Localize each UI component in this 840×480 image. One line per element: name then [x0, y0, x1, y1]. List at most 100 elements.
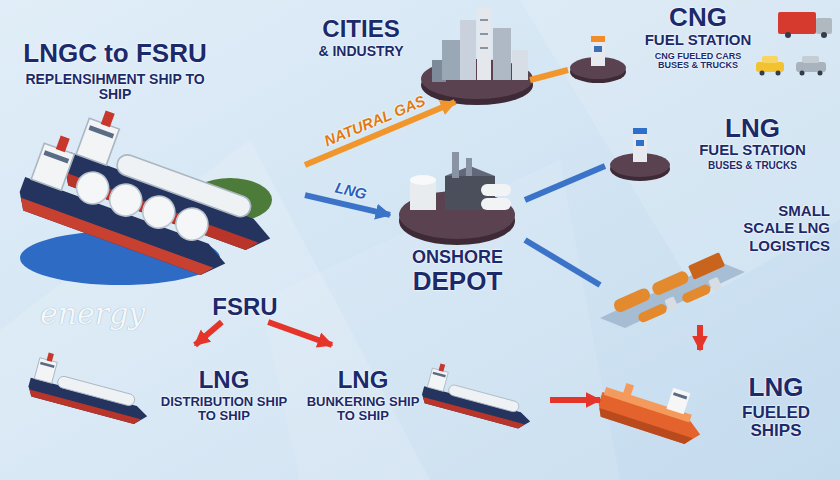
flow-arrow: [195, 322, 222, 345]
logistics-node: SMALL SCALE LNG LOGISTICS: [600, 200, 835, 325]
logistics-illustration: [611, 252, 725, 314]
ship-pair-illustration: [14, 129, 247, 282]
node-text: BUNKERING SHIP TO SHIP: [302, 395, 424, 422]
node-heading: LNGC to FSRU: [10, 40, 220, 67]
node-text: REPLENSIHMENT SHIP TO SHIP: [10, 72, 220, 101]
fueled-ship-illustration: [673, 392, 687, 399]
vehicles-illustration: [816, 18, 832, 34]
vehicles-illustration: [760, 71, 765, 76]
cng-station-illustration: [570, 36, 626, 83]
city-illustration: [442, 40, 460, 80]
pipe-label: NATURAL GAS: [322, 92, 428, 149]
node-heading: ONSHORE: [390, 248, 525, 267]
lng-station-node: LNGFUEL STATION BUSES & TRUCKS: [605, 115, 830, 180]
depot-illustration: [399, 152, 515, 245]
node-heading: CITIES: [300, 16, 422, 41]
vehicles-illustration: [818, 71, 823, 76]
cng-station-illustration: [591, 36, 605, 42]
fsru-label-node: FSRU: [205, 292, 285, 322]
logistics-illustration: [600, 262, 745, 328]
vehicles-illustration: [796, 62, 826, 72]
lng-station-illustration: [610, 128, 670, 181]
node-heading: SMALL SCALE LNG LOGISTICS: [725, 202, 830, 254]
vehicles-illustration: [802, 56, 819, 63]
distribution-ship-illustration: [26, 350, 156, 427]
node-text: FUEL STATION: [638, 32, 758, 48]
watermark: energy: [40, 296, 145, 331]
fueled-ship-illustration: [595, 367, 711, 447]
lng-station-illustration: [633, 128, 647, 134]
logistics-illustration: [681, 283, 712, 304]
city-node: CITIES & INDUSTRY: [300, 2, 530, 102]
logistics-illustration: [650, 269, 690, 296]
node-text: FUEL STATION: [680, 142, 825, 158]
lng-pipe: [525, 240, 600, 285]
lng-station-illustration: [633, 128, 647, 162]
fueled-ships-node: LNG FUELED SHIPS: [600, 350, 835, 460]
depot-illustration: [452, 152, 459, 178]
cng-station-illustration: [594, 46, 602, 52]
city-illustration: [512, 50, 528, 80]
vehicles-illustration: [756, 62, 784, 72]
city-illustration: [480, 19, 488, 21]
node-text: DEPOT: [390, 268, 525, 295]
node-text: BUSES & TRUCKS: [680, 161, 825, 172]
background-decoration: [260, 160, 620, 480]
fueled-ship-illustration: [604, 387, 692, 422]
flow-arrow: [697, 325, 703, 350]
logistics-illustration: [664, 296, 678, 311]
vehicles-illustration: [762, 56, 778, 63]
logistics-illustration: [600, 252, 745, 328]
vehicles-illustration: [778, 12, 816, 34]
flow-arrow: [268, 322, 332, 345]
lng-station-illustration: [636, 140, 644, 146]
flow-arrow: [550, 397, 600, 403]
logistics-illustration: [612, 287, 652, 314]
node-text: CNG FUELED CARS BUSES & TRUCKS: [646, 52, 750, 71]
fueled-ship-illustration: [666, 388, 690, 414]
vehicles-illustration: [821, 32, 827, 38]
distribution-node: LNG DISTRIBUTION SHIP TO SHIP: [25, 345, 290, 445]
ship-pair-illustration: [14, 104, 292, 285]
vehicles-illustration: [785, 32, 791, 38]
logistics-illustration: [708, 277, 722, 292]
vehicles-illustration: [756, 12, 832, 76]
logistics-illustration: [636, 277, 722, 324]
node-heading: LNG: [160, 367, 288, 392]
node-text: FUELED SHIPS: [720, 404, 832, 440]
lng-pipe: [525, 166, 605, 200]
depot-node: ONSHOREDEPOT: [390, 150, 525, 300]
bunkering-node: LNGBUNKERING SHIP TO SHIP: [300, 345, 550, 445]
cng-station-illustration: [591, 36, 605, 66]
node-text: DISTRIBUTION SHIP TO SHIP: [160, 395, 288, 422]
ship-pair-node: LNGC to FSRU REPLENSIHMENT SHIP TO SHIP: [10, 40, 305, 285]
city-illustration: [477, 8, 491, 80]
depot-illustration: [481, 184, 511, 196]
city-illustration: [493, 28, 511, 80]
logistics-illustration: [637, 302, 668, 323]
depot-illustration: [466, 158, 472, 176]
depot-illustration: [410, 175, 436, 185]
node-text: & INDUSTRY: [300, 44, 422, 59]
node-heading: CNG: [638, 4, 758, 31]
city-illustration: [460, 20, 476, 80]
gas-pipe: [530, 70, 568, 80]
vehicles-illustration: [800, 71, 805, 76]
node-heading: LNG: [720, 374, 832, 401]
distribution-ship-illustration: [26, 350, 156, 427]
vehicles-illustration: [776, 71, 781, 76]
logistics-illustration: [688, 252, 725, 280]
pipe-label: LNG: [333, 180, 368, 203]
bunkering-ship-illustration: [420, 361, 539, 431]
cng-station-node: CNGFUEL STATION CNG FUELED CARS BUSES & T…: [568, 2, 835, 90]
bunkering-ship-illustration: [420, 361, 539, 431]
city-illustration: [421, 8, 533, 105]
depot-illustration: [481, 198, 511, 210]
node-heading: LNG: [680, 115, 825, 142]
city-illustration: [480, 47, 488, 49]
node-heading: FSRU: [205, 294, 285, 319]
